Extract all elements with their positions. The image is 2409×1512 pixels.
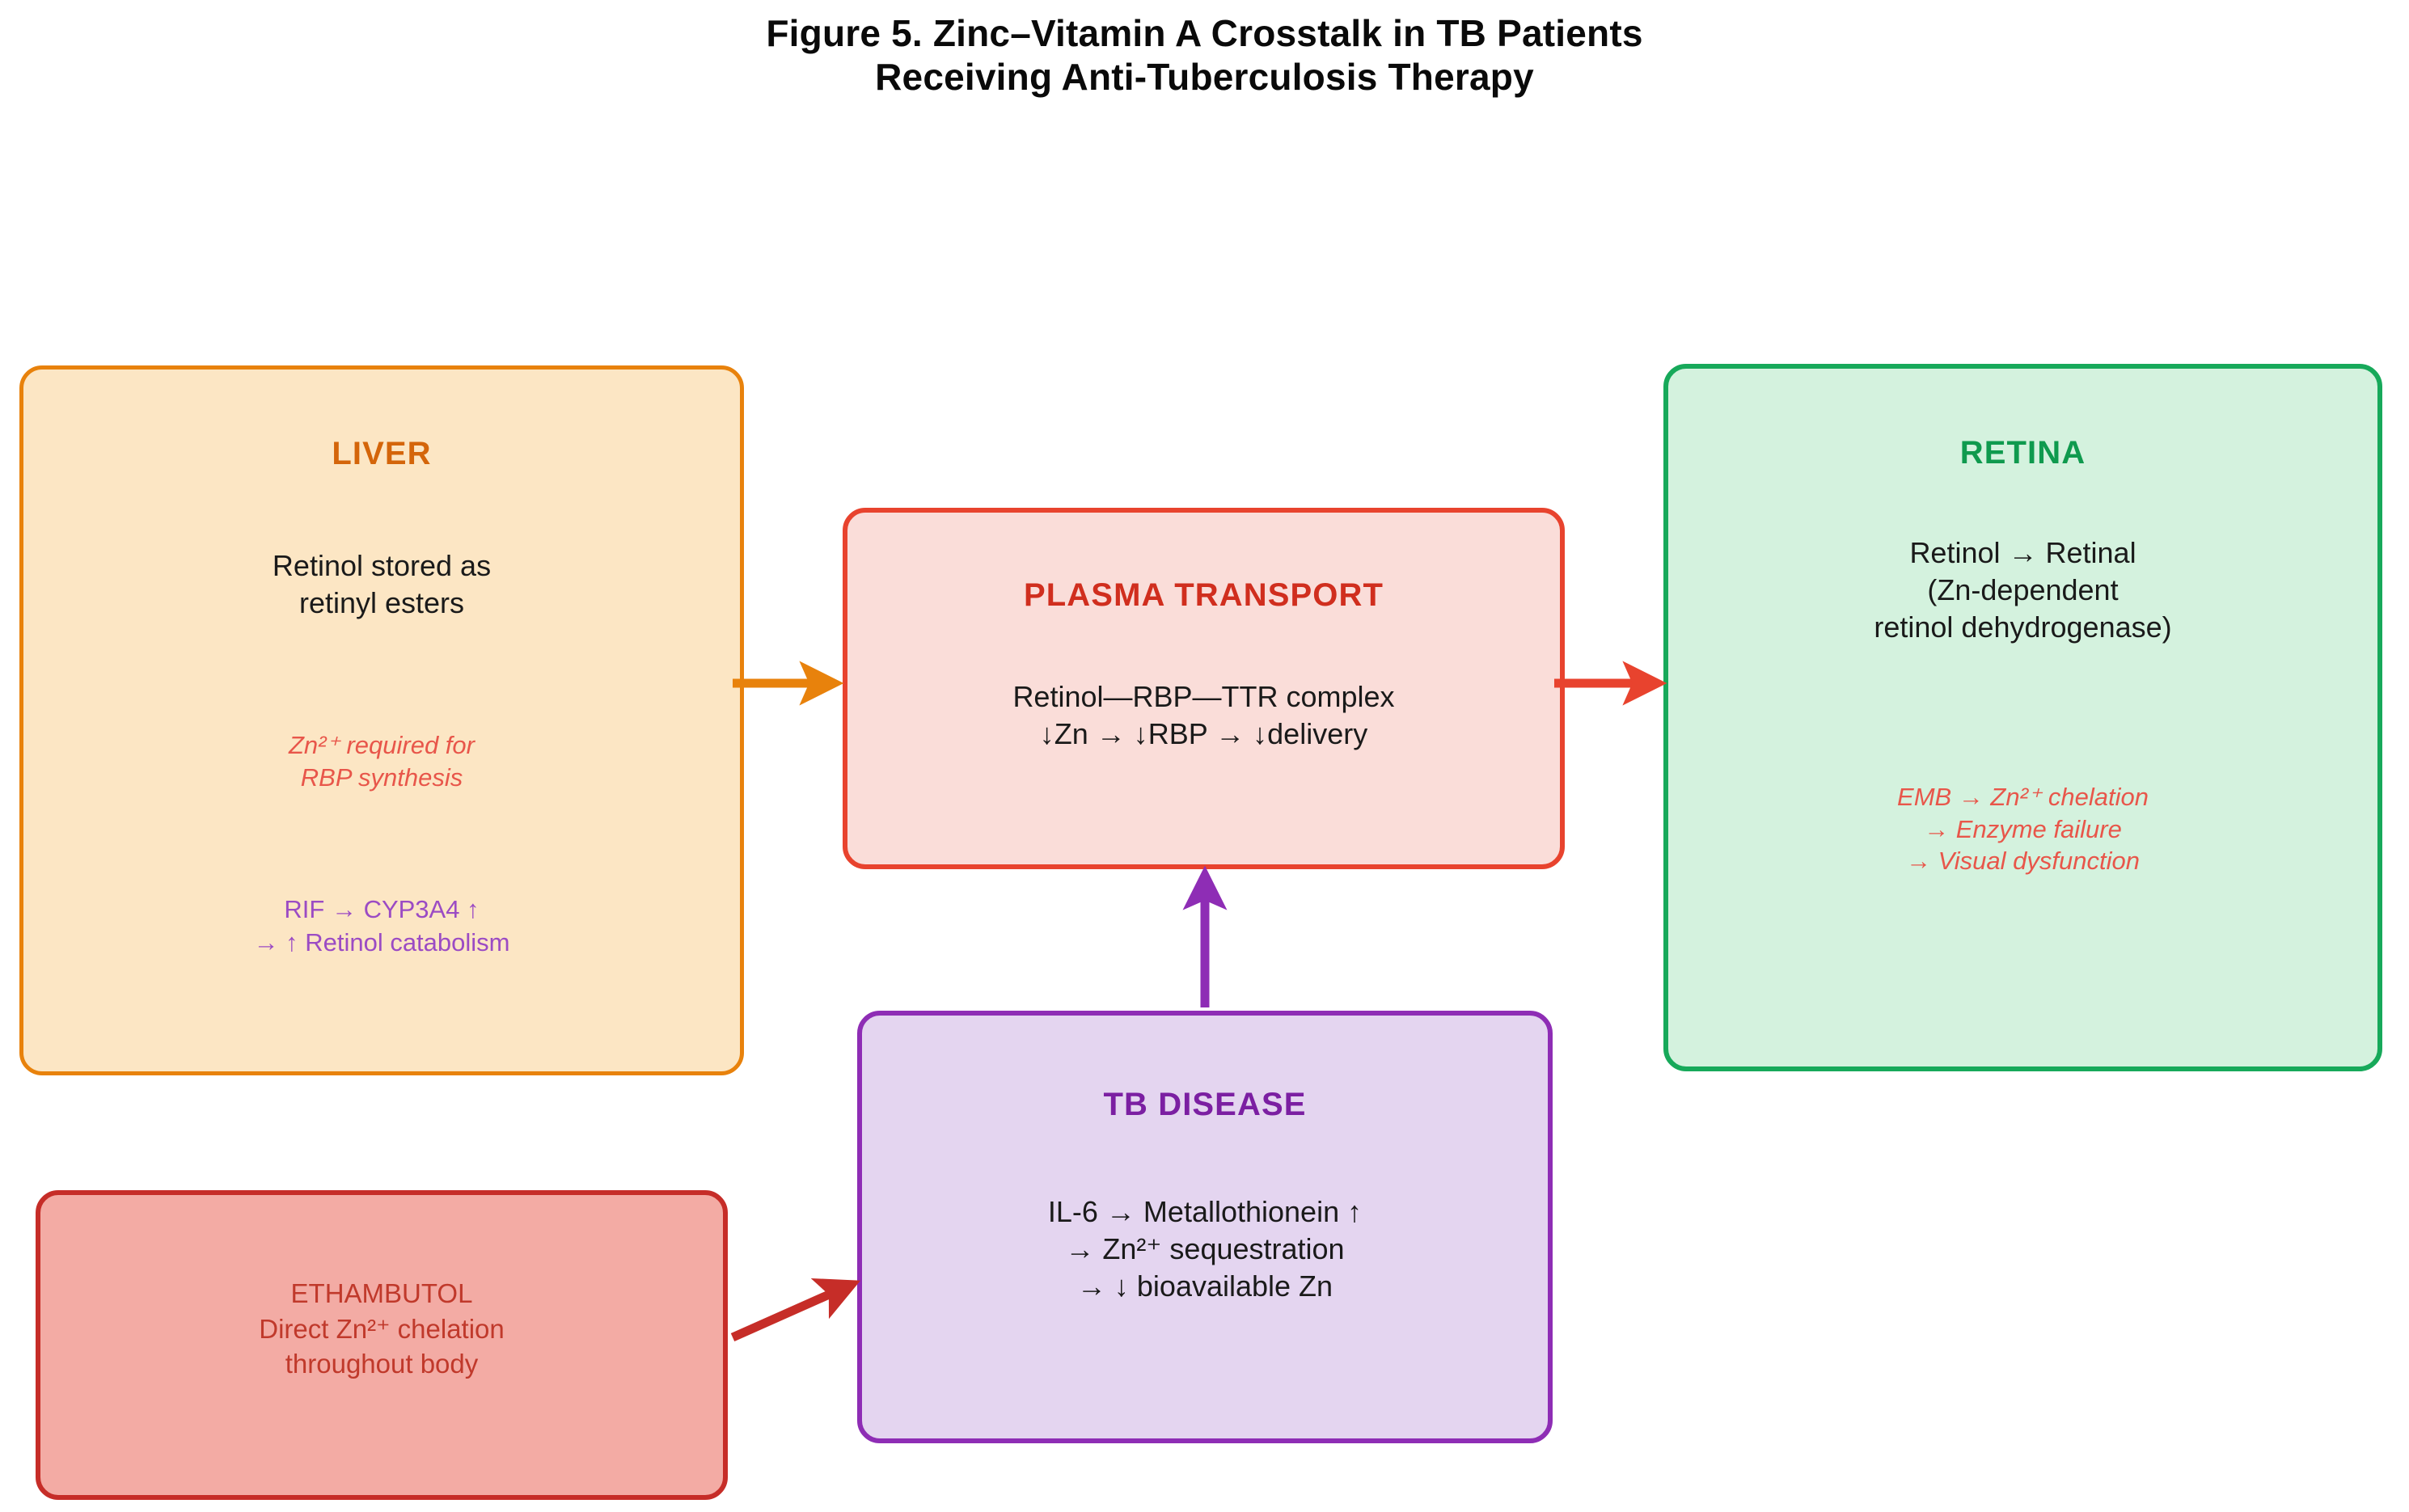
node-tb-disease-body-line-3: → ↓ bioavailable Zn	[1076, 1269, 1333, 1303]
node-tb-disease-title: TB DISEASE	[1103, 1087, 1307, 1122]
node-retina[interactable]: RETINA Retinol → Retinal (Zn-dependent r…	[1663, 364, 2382, 1071]
node-retina-note-emb-line-2: → Enzyme failure	[1924, 814, 2122, 843]
node-liver-title: LIVER	[332, 436, 432, 471]
node-plasma-transport-body: Retinol—RBP—TTR complex ↓Zn → ↓RBP → ↓de…	[847, 678, 1560, 753]
node-ethambutol-body-line-1: ETHAMBUTOL	[290, 1278, 473, 1308]
node-retina-body-line-3: retinol dehydrogenase)	[1874, 610, 2172, 644]
node-plasma-transport[interactable]: PLASMA TRANSPORT Retinol—RBP—TTR complex…	[843, 508, 1565, 869]
node-tb-disease-body: IL-6 → Metallothionein ↑ → Zn²⁺ sequestr…	[862, 1193, 1548, 1305]
node-tb-disease[interactable]: TB DISEASE IL-6 → Metallothionein ↑ → Zn…	[857, 1011, 1553, 1443]
figure-title: Figure 5. Zinc–Vitamin A Crosstalk in TB…	[0, 11, 2409, 99]
figure-title-line-2: Receiving Anti-Tuberculosis Therapy	[875, 56, 1534, 99]
node-liver-note-zinc: Zn²⁺ required for RBP synthesis	[23, 729, 740, 793]
figure-title-line-1: Figure 5. Zinc–Vitamin A Crosstalk in TB…	[766, 12, 1643, 54]
node-ethambutol[interactable]: ETHAMBUTOL Direct Zn²⁺ chelation through…	[36, 1190, 728, 1500]
node-liver-note-rifampicin: RIF → CYP3A4 ↑ → ↑ Retinol catabolism	[23, 893, 740, 960]
node-retina-body-line-2: (Zn-dependent	[1927, 573, 2119, 607]
node-retina-title: RETINA	[1959, 435, 2086, 471]
node-retina-note-emb-line-3: → Visual dysfunction	[1906, 847, 2140, 876]
node-retina-body: Retinol → Retinal (Zn-dependent retinol …	[1668, 534, 2377, 646]
edge-ethambutol-to-tb	[730, 1278, 861, 1342]
node-liver-note-zinc-line-2: RBP synthesis	[300, 762, 463, 792]
node-liver-body: Retinol stored as retinyl esters	[23, 547, 740, 622]
node-liver-note-zinc-line-1: Zn²⁺ required for	[288, 731, 475, 759]
node-liver-note-rifampicin-line-2: → ↑ Retinol catabolism	[253, 927, 510, 957]
node-liver-body-line-1: Retinol stored as	[272, 549, 492, 582]
node-tb-disease-body-line-1: IL-6 → Metallothionein ↑	[1047, 1195, 1363, 1228]
node-tb-disease-body-line-2: → Zn²⁺ sequestration	[1065, 1232, 1345, 1266]
node-liver-note-rifampicin-line-1: RIF → CYP3A4 ↑	[284, 895, 480, 923]
node-ethambutol-body-line-3: throughout body	[285, 1349, 479, 1379]
node-plasma-transport-body-line-2: ↓Zn → ↓RBP → ↓delivery	[1039, 717, 1368, 751]
node-ethambutol-body-line-2: Direct Zn²⁺ chelation	[259, 1313, 505, 1344]
node-ethambutol-body: ETHAMBUTOL Direct Zn²⁺ chelation through…	[40, 1276, 723, 1382]
node-plasma-transport-title: PLASMA TRANSPORT	[1023, 577, 1384, 613]
node-liver[interactable]: LIVER Retinol stored as retinyl esters Z…	[19, 365, 744, 1075]
node-liver-body-line-2: retinyl esters	[298, 586, 465, 620]
node-retina-note-emb: EMB → Zn²⁺ chelation → Enzyme failure → …	[1668, 781, 2377, 877]
node-retina-body-line-1: Retinol → Retinal	[1909, 536, 2136, 569]
node-retina-note-emb-line-1: EMB → Zn²⁺ chelation	[1897, 783, 2149, 811]
node-plasma-transport-body-line-1: Retinol—RBP—TTR complex	[1012, 680, 1395, 713]
